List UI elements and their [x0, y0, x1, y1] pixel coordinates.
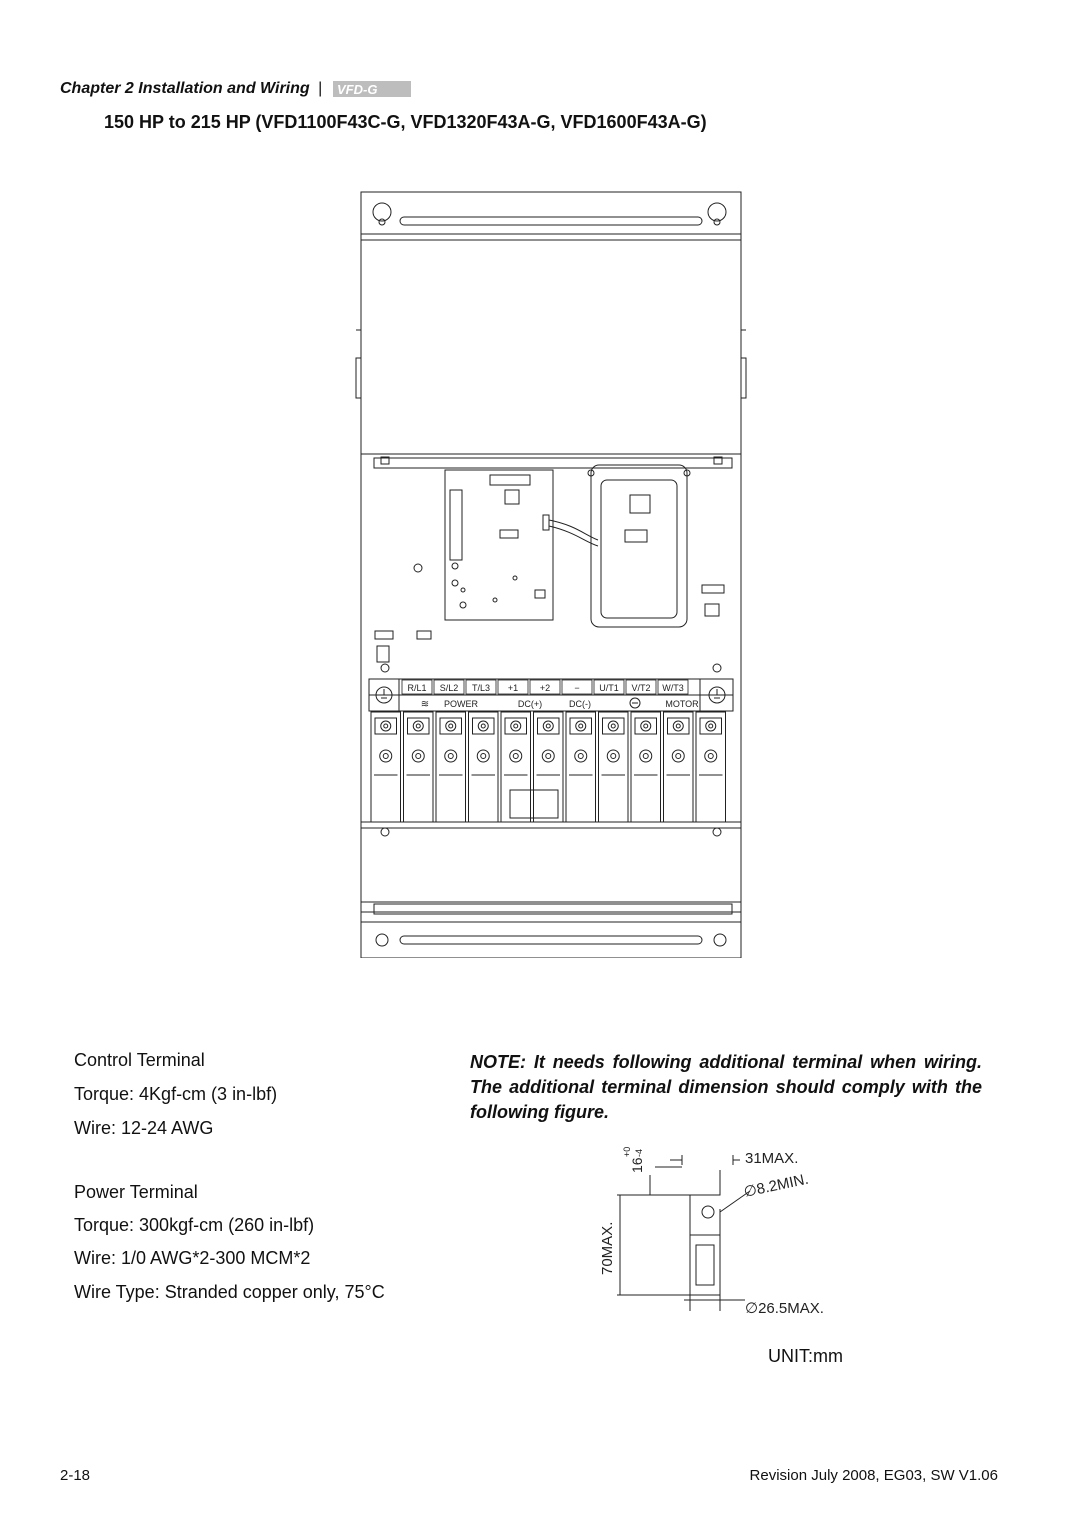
terminal-label-cell	[465, 679, 497, 695]
power-terminal-column	[663, 711, 694, 823]
revision-info: Revision July 2008, EG03, SW V1.06	[749, 1467, 998, 1484]
terminal-screw-upper	[640, 720, 652, 732]
lug-length: 70MAX.	[599, 1222, 616, 1275]
top-vent-slot	[399, 216, 703, 226]
terminal-group-label-4: MOTOR	[665, 699, 699, 709]
terminal-screw-lower	[671, 749, 685, 763]
keyhole-left	[372, 202, 392, 226]
control-terminal-torque: Torque: 4Kgf-cm (3 in-lbf)	[74, 1084, 278, 1104]
terminal-label-cell	[625, 679, 657, 695]
terminal-screw-upper	[705, 720, 717, 732]
power-terminal-column	[598, 711, 629, 823]
keyhole-right	[707, 202, 727, 226]
terminal-screw-upper	[575, 720, 587, 732]
control-terminal-title: Control Terminal	[74, 1050, 205, 1070]
terminal-screw-upper	[542, 720, 554, 732]
terminal-label-4: +1	[508, 683, 518, 693]
power-terminal-wire: Wire: 1/0 AWG*2-300 MCM*2	[74, 1248, 311, 1268]
terminal-screw-lower	[704, 749, 718, 763]
terminal-screw-lower	[476, 749, 490, 763]
terminal-screw-lower	[509, 749, 523, 763]
terminal-label-7: U/T1	[599, 683, 619, 693]
dc-bus-bracket	[509, 789, 559, 819]
top-cover	[360, 191, 742, 455]
drive-dimension-drawing: R/L1 S/L2 T/L3 +1 +2 − U/T1 V/T2 W/T3 POWER DC(+)…	[355, 191, 747, 958]
chapter-title: Chapter 2 Installation and Wiring	[60, 80, 310, 98]
terminal-label-cell	[593, 679, 625, 695]
terminal-screw-upper	[510, 720, 522, 732]
terminal-screw-upper	[607, 720, 619, 732]
control-terminal-wire: Wire: 12-24 AWG	[74, 1118, 214, 1138]
power-terminal-column	[435, 711, 466, 823]
terminal-label-cell	[529, 679, 561, 695]
terminal-group-label-2: DC(+)	[518, 699, 542, 709]
power-terminal-column	[630, 711, 661, 823]
terminal-screw-lower	[639, 749, 653, 763]
terminal-label-cell	[657, 679, 689, 695]
lug-offset-plus: +0	[622, 1147, 632, 1157]
terminal-label-3: T/L3	[472, 683, 490, 693]
terminal-label-cell	[561, 679, 593, 695]
header-separator: |	[318, 80, 323, 98]
ground-icon-left	[375, 686, 393, 704]
terminal-screw-upper	[412, 720, 424, 732]
power-terminal-column	[468, 711, 499, 823]
ac-symbol-icon: ≋	[421, 699, 429, 710]
terminal-group-label-3: DC(-)	[569, 699, 591, 709]
terminal-screw-upper	[672, 720, 684, 732]
terminal-label-5: +2	[540, 683, 550, 693]
lug-offset-base: 16	[629, 1157, 645, 1173]
logo-text: VFD-G	[337, 82, 377, 97]
unit-label: UNIT:mm	[768, 1346, 843, 1366]
page-number: 2-18	[60, 1467, 91, 1484]
lug-hole-diameter: ∅8.2MIN.	[742, 1171, 810, 1201]
terminal-label-6: −	[574, 683, 579, 693]
terminal-screw-upper	[445, 720, 457, 732]
lug-offset-minus: -4	[634, 1149, 644, 1157]
keypad-housing	[590, 464, 688, 628]
power-terminal-column	[533, 711, 564, 823]
terminal-label-8: V/T2	[631, 683, 650, 693]
lug-width-top: 31MAX.	[745, 1150, 798, 1167]
motor-ground-icon	[629, 697, 641, 709]
lug-hole	[701, 1205, 715, 1219]
terminal-screw-lower	[606, 749, 620, 763]
terminal-label-1: R/L1	[407, 683, 426, 693]
wiring-note: NOTE: It needs following additional term…	[470, 1052, 982, 1122]
power-terminal-column	[565, 711, 596, 823]
bottom-flange	[360, 921, 742, 958]
terminal-screw-lower	[444, 749, 458, 763]
terminal-screw-upper	[380, 720, 392, 732]
power-terminal-column	[403, 711, 434, 823]
bottom-vent-slot	[399, 935, 703, 945]
keypad	[600, 479, 678, 619]
power-terminal-column	[370, 711, 401, 823]
terminal-screw-lower	[411, 749, 425, 763]
section-title: 150 HP to 215 HP (VFD1100F43C-G, VFD1320…	[104, 112, 707, 132]
control-board	[444, 469, 554, 621]
terminal-label-cell	[433, 679, 465, 695]
terminal-label-9: W/T3	[662, 683, 684, 693]
main-enclosure	[360, 453, 742, 913]
ring-lug-dimension-drawing: 31MAX. ∅8.2MIN. ∅26.5MAX. 70MAX. 16 +0 -…	[599, 1147, 824, 1317]
power-terminal-title: Power Terminal	[74, 1182, 198, 1202]
power-terminal-torque: Torque: 300kgf-cm (260 in-lbf)	[74, 1215, 315, 1235]
terminal-label-cell	[497, 679, 529, 695]
vfd-g-logo: VFD-G	[332, 81, 411, 97]
ground-icon-right	[708, 686, 726, 704]
terminal-screw-lower	[574, 749, 588, 763]
terminal-screw-lower	[379, 749, 393, 763]
terminal-screw-lower	[541, 749, 555, 763]
terminal-label-2: S/L2	[440, 683, 459, 693]
power-terminal-wire-type: Wire Type: Stranded copper only, 75°C	[74, 1282, 385, 1302]
chapter-header: Chapter 2 Installation and Wiring | VFD-…	[60, 80, 411, 98]
power-terminal-column	[695, 711, 726, 823]
power-terminal-column	[500, 711, 531, 823]
terminal-label-cell	[401, 679, 433, 695]
lug-width-bottom: ∅26.5MAX.	[745, 1300, 824, 1317]
terminal-group-label-1: POWER	[444, 699, 479, 709]
terminal-screw-upper	[477, 720, 489, 732]
